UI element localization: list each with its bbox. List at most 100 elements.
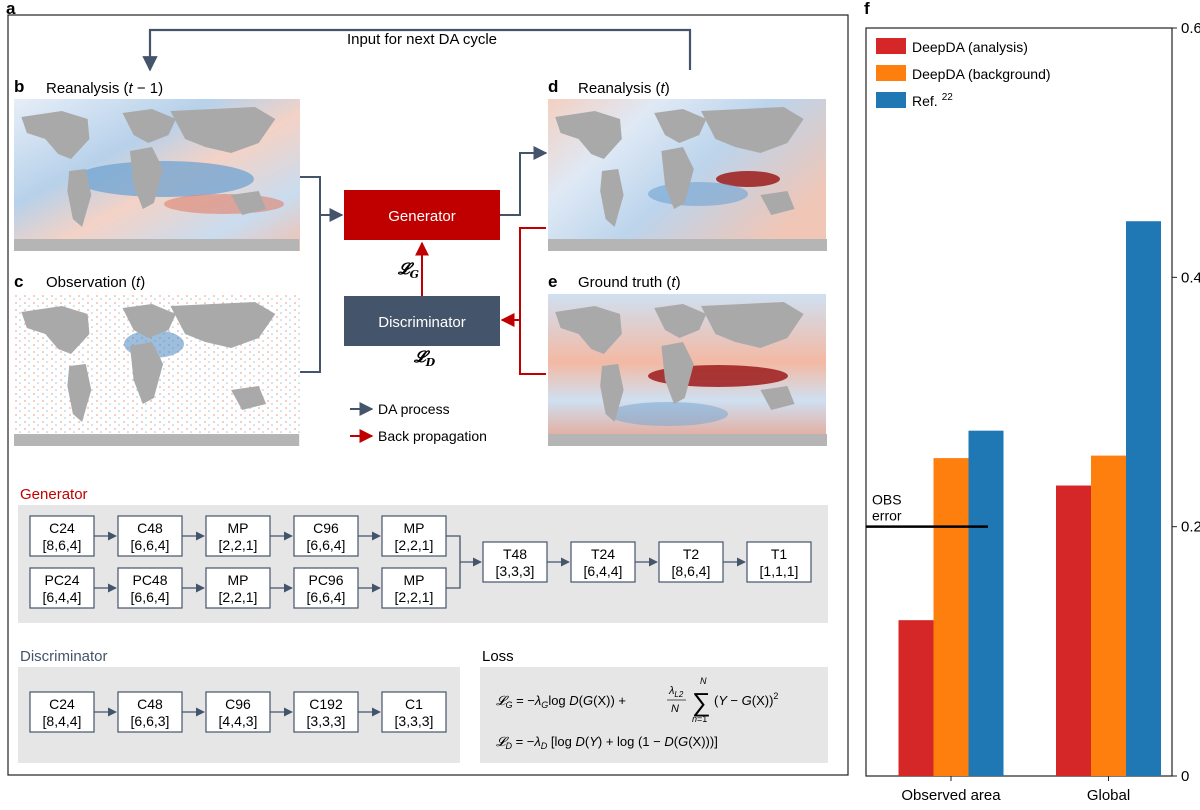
generator-block: T48[3,3,3]: [482, 541, 548, 583]
arrow-generator-to-reanalysis: [500, 146, 548, 216]
generator-block-dims: [2,2,1]: [395, 537, 434, 553]
generator-block-name: MP: [404, 520, 425, 536]
generator-block: PC48[6,6,4]: [117, 567, 183, 609]
y-tick-label: 0.2: [1181, 519, 1200, 536]
discriminator-block-dims: [4,4,3]: [219, 713, 258, 729]
map-reanalysis: [548, 99, 827, 251]
discriminator-block-name: C192: [309, 696, 343, 712]
generator-block-box: [293, 567, 359, 609]
sum-upper: N: [700, 676, 707, 686]
generator-block-name: T2: [683, 546, 700, 562]
map-c-title: Observation (t): [46, 274, 145, 291]
generator-block: T1[1,1,1]: [746, 541, 812, 583]
discriminator-block-box: [381, 691, 447, 733]
discriminator-block-name: C24: [49, 696, 75, 712]
generator-block-name: PC24: [44, 572, 79, 588]
generator-block-dims: [2,2,1]: [395, 589, 434, 605]
sum-sign: ∑: [692, 687, 711, 717]
generator-block-dims: [6,6,4]: [131, 589, 170, 605]
loss-section-title: Loss: [482, 648, 514, 665]
generator-block: MP[2,2,1]: [381, 515, 447, 557]
generator-block-box: [570, 541, 636, 583]
loss-equations: 𝓛G = −λGlog D(G(X)) + λL2 N ∑ N n=1 (Y −…: [496, 676, 778, 751]
generator-block-box: [29, 567, 95, 609]
generator-block: MP[2,2,1]: [205, 567, 271, 609]
generator-block-name: T1: [771, 546, 788, 562]
generator-block-dims: [6,4,4]: [43, 589, 82, 605]
generator-block: PC24[6,4,4]: [29, 567, 95, 609]
discriminator-blocks: C24[8,4,4]C48[6,6,3]C96[4,4,3]C192[3,3,3…: [29, 691, 447, 733]
x-tick-label: Observed area: [901, 787, 1001, 804]
generator-block-name: C24: [49, 520, 75, 536]
bar-ref: [1126, 221, 1162, 776]
discriminator-block-box: [29, 691, 95, 733]
panel-label-f: f: [864, 0, 870, 18]
cycle-arrow: [142, 28, 692, 72]
obs-error-label: OBS: [872, 492, 902, 508]
generator-block: T24[6,4,4]: [570, 541, 636, 583]
generator-block-dims: [6,6,4]: [307, 537, 346, 553]
panel-label-d: d: [548, 77, 558, 96]
generator-block: C48[6,6,4]: [117, 515, 183, 557]
generator-section-title: Generator: [20, 486, 88, 503]
generator-block-dims: [1,1,1]: [760, 563, 799, 579]
generator-block: MP[2,2,1]: [381, 567, 447, 609]
discriminator-block-name: C48: [137, 696, 163, 712]
generator-block-dims: [3,3,3]: [496, 563, 535, 579]
generator-block-name: C96: [313, 520, 339, 536]
generator-block-box: [482, 541, 548, 583]
generator-block-name: MP: [228, 520, 249, 536]
generator-block-box: [205, 567, 271, 609]
generator-block-dims: [8,6,4]: [43, 537, 82, 553]
generator-block-dims: [8,6,4]: [672, 563, 711, 579]
x-tick-label: Global: [1087, 787, 1130, 804]
bar-analysis: [898, 620, 934, 776]
discriminator-block-box: [117, 691, 183, 733]
bar-ref: [968, 430, 1004, 776]
discriminator-block-name: C96: [225, 696, 251, 712]
generator-block: MP[2,2,1]: [205, 515, 271, 557]
loss-g-lambda-den: N: [671, 703, 679, 715]
legend-da-label: DA process: [378, 401, 450, 417]
chart-frame: [865, 27, 1173, 777]
generator-block-dims: [6,6,4]: [131, 537, 170, 553]
discriminator-block-box: [293, 691, 359, 733]
legend-backprop-label: Back propagation: [378, 428, 487, 444]
generator-block-box: [381, 515, 447, 557]
loss-panel: [480, 667, 828, 763]
y-tick-label: 0.6: [1181, 20, 1200, 37]
generator-block-dims: [6,4,4]: [584, 563, 623, 579]
arrow-reanalysis-to-generator: [300, 176, 344, 222]
generator-block-name: PC48: [132, 572, 167, 588]
discriminator-block-dims: [3,3,3]: [307, 713, 346, 729]
generator-block-name: C48: [137, 520, 163, 536]
discriminator-block-dims: [8,4,4]: [43, 713, 82, 729]
cycle-label: Input for next DA cycle: [347, 31, 497, 48]
backprop-line: [519, 227, 546, 375]
map-reanalysis-prev: [14, 99, 300, 251]
bar-analysis: [1056, 485, 1092, 776]
generator-block-dims: [6,6,4]: [307, 589, 346, 605]
generator-block-dims: [2,2,1]: [219, 537, 258, 553]
map-e-title: Ground truth (t): [578, 274, 681, 291]
panel-a-frame: [7, 14, 849, 776]
map-observation: [14, 294, 300, 446]
generator-block: C24[8,6,4]: [29, 515, 95, 557]
panel-label-a: a: [6, 0, 16, 18]
y-tick-label: 0.4: [1181, 269, 1200, 286]
map-d-title: Reanalysis (t): [578, 80, 670, 97]
panel-label-b: b: [14, 77, 24, 96]
discriminator-block: [344, 296, 500, 346]
loss-d-equation: 𝓛D = −λD [log D(Y) + log (1 − D(G(X)))]: [496, 734, 718, 751]
legend-label: Ref.22: [912, 92, 953, 109]
obs-error-label: error: [872, 508, 902, 524]
discriminator-block: C1[3,3,3]: [381, 691, 447, 733]
legend-swatch: [876, 92, 906, 108]
discriminator-block-dims: [3,3,3]: [395, 713, 434, 729]
y-tick-label: 0: [1181, 768, 1189, 785]
generator-block-name: T24: [591, 546, 615, 562]
discriminator-block: C48[6,6,3]: [117, 691, 183, 733]
legend-label: DeepDA (background): [912, 66, 1051, 82]
loss-d-symbol: 𝓛D: [413, 347, 436, 369]
